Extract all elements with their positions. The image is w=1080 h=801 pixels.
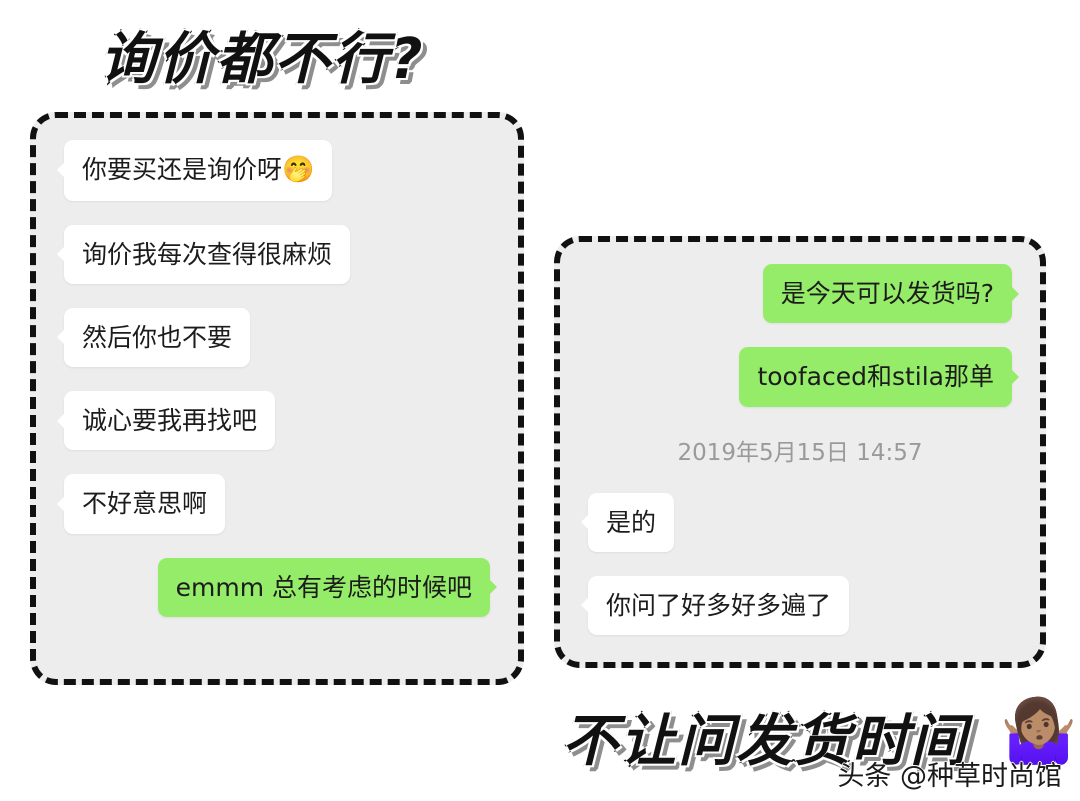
message-text: emmm 总有考虑的时候吧 bbox=[175, 572, 472, 602]
watermark: 头条 @种草时尚馆 bbox=[837, 761, 1062, 792]
message-text: 然后你也不要 bbox=[82, 322, 233, 352]
chat-panel-right: 是今天可以发货吗? toofaced和stila那单 2019年5月15日 14:5… bbox=[554, 236, 1046, 668]
message-text: 你问了好多好多遍了 bbox=[606, 590, 832, 620]
chat-panel-left: 你要买还是询价呀🤭 询价我每次查得很麻烦然后你也不要诚心要我再找吧不好意思啊 emm… bbox=[30, 112, 524, 685]
message-text: 你要买还是询价呀 bbox=[82, 155, 283, 184]
message-row: toofaced和stila那单 bbox=[580, 347, 1020, 407]
message-text: 诚心要我再找吧 bbox=[82, 406, 258, 435]
message-row: 然后你也不要 bbox=[56, 307, 498, 367]
outgoing-message-bubble[interactable]: toofaced和stila那单 bbox=[739, 347, 1012, 407]
bottom-caption: 不让问发货时间 bbox=[561, 708, 968, 776]
outgoing-message-bubble[interactable]: 是今天可以发货吗? bbox=[762, 264, 1012, 324]
incoming-message-bubble[interactable]: 你要买还是询价呀🤭 bbox=[64, 140, 333, 201]
message-text: 是的 bbox=[606, 507, 657, 537]
message-row: 是今天可以发货吗? bbox=[580, 264, 1020, 324]
message-row: emmm 总有考虑的时候吧 bbox=[56, 557, 498, 617]
message-list-left: 你要买还是询价呀🤭 询价我每次查得很麻烦然后你也不要诚心要我再找吧不好意思啊 emm… bbox=[36, 118, 518, 679]
incoming-message-bubble[interactable]: 你问了好多好多遍了 bbox=[588, 575, 850, 635]
message-list-right: 是今天可以发货吗? toofaced和stila那单 2019年5月15日 14:5… bbox=[560, 242, 1040, 662]
message-text: 不好意思啊 bbox=[82, 489, 208, 519]
message-row: 是的 bbox=[580, 492, 1020, 552]
outgoing-message-bubble[interactable]: emmm 总有考虑的时候吧 bbox=[157, 557, 490, 617]
hand-over-mouth-icon: 🤭 bbox=[282, 155, 315, 185]
shrug-woman-icon: 🤷🏽‍♀️ bbox=[1000, 694, 1078, 767]
message-text: 是今天可以发货吗? bbox=[780, 279, 994, 308]
message-row: 你要买还是询价呀🤭 bbox=[56, 140, 498, 201]
incoming-message-bubble[interactable]: 诚心要我再找吧 bbox=[64, 391, 276, 451]
incoming-message-bubble[interactable]: 不好意思啊 bbox=[64, 474, 226, 534]
message-text: 询价我每次查得很麻烦 bbox=[82, 239, 333, 269]
message-row: 你问了好多好多遍了 bbox=[580, 575, 1020, 635]
message-row: 不好意思啊 bbox=[56, 474, 498, 534]
message-text: toofaced和stila那单 bbox=[757, 362, 994, 392]
message-row: 诚心要我再找吧 bbox=[56, 391, 498, 451]
incoming-message-bubble[interactable]: 询价我每次查得很麻烦 bbox=[64, 224, 351, 284]
message-timestamp: 2019年5月15日 14:57 bbox=[677, 439, 923, 466]
incoming-message-bubble[interactable]: 是的 bbox=[588, 492, 675, 552]
incoming-message-bubble[interactable]: 然后你也不要 bbox=[64, 307, 251, 367]
top-caption: 询价都不行? bbox=[98, 26, 425, 94]
message-row: 询价我每次查得很麻烦 bbox=[56, 224, 498, 284]
